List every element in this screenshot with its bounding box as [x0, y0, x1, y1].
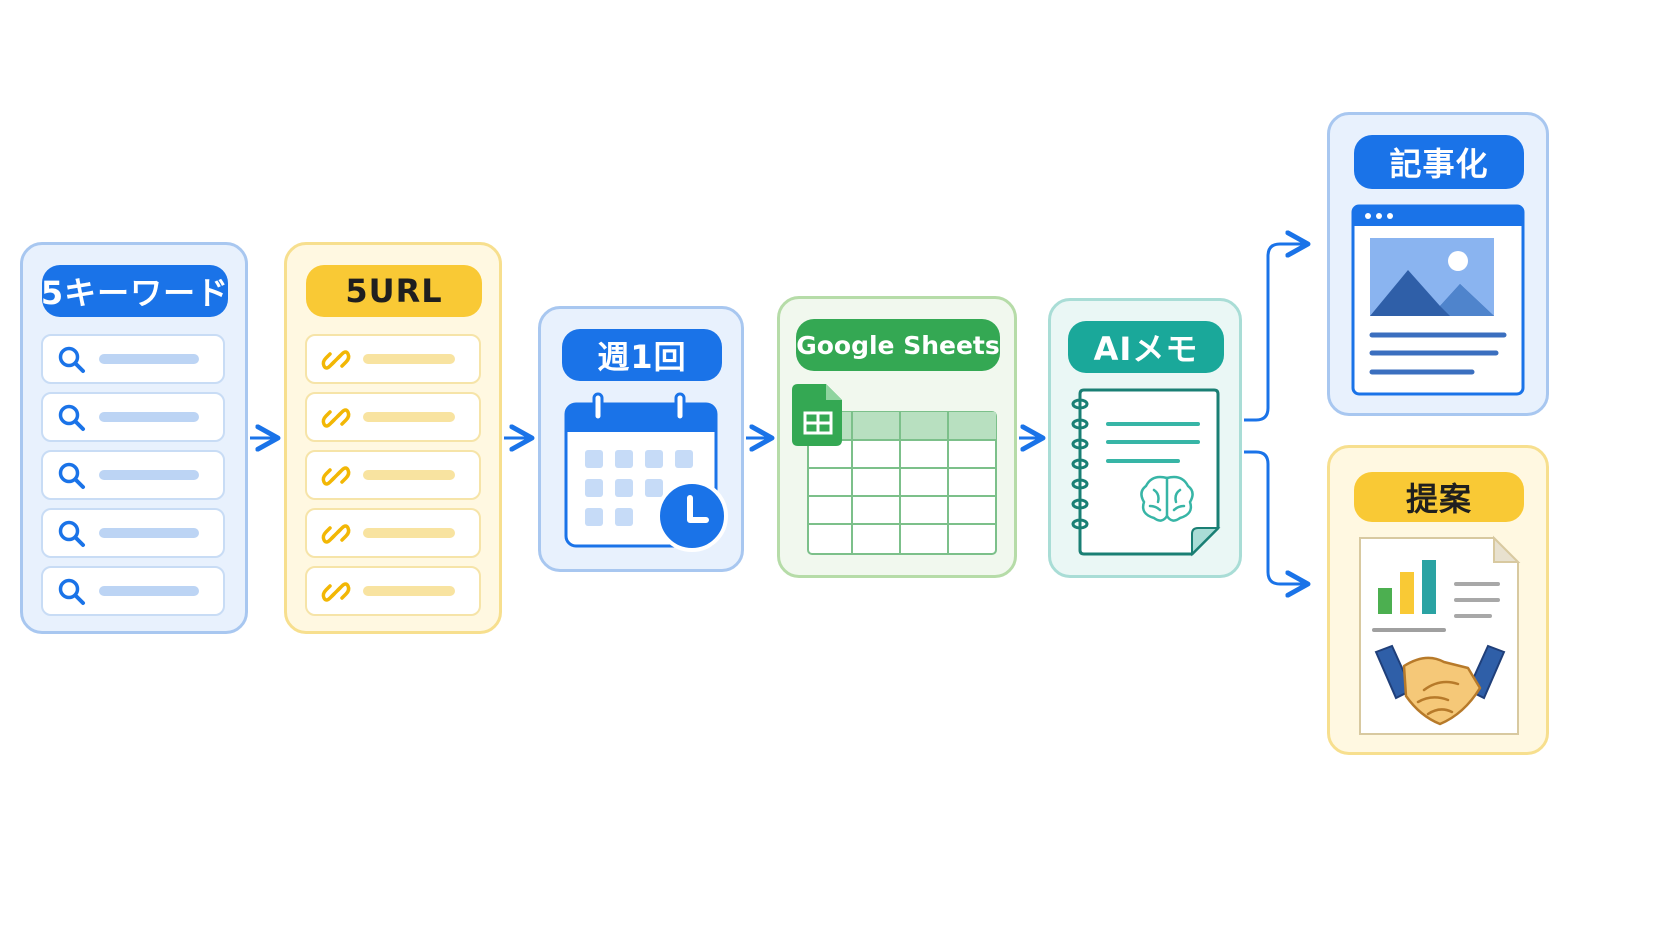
link-icon — [321, 466, 351, 486]
url-row — [305, 508, 481, 558]
search-icon — [58, 578, 85, 605]
link-icon — [321, 524, 351, 544]
keyword-row — [41, 334, 225, 384]
keyword-row-placeholder-bar — [99, 354, 199, 364]
link-icon — [321, 582, 351, 602]
search-icon — [58, 462, 85, 489]
keyword-row — [41, 392, 225, 442]
schedule-label: 週1回 — [562, 329, 722, 381]
keyword-row-placeholder-bar — [99, 586, 199, 596]
calendar-clock-icon — [564, 392, 728, 552]
spreadsheet-icon — [792, 384, 997, 555]
proposal-label: 提案 — [1354, 472, 1524, 522]
url-row-placeholder-bar — [363, 586, 455, 596]
memo-label: AIメモ — [1068, 321, 1224, 373]
url-row — [305, 334, 481, 384]
notebook-brain-icon — [1071, 388, 1221, 557]
search-icon — [58, 520, 85, 547]
article-label: 記事化 — [1354, 135, 1524, 189]
url-row-placeholder-bar — [363, 412, 455, 422]
keywords-label: 5キーワード — [41, 265, 228, 317]
url-row-placeholder-bar — [363, 528, 455, 538]
keyword-row-placeholder-bar — [99, 412, 199, 422]
keyword-row-placeholder-bar — [99, 528, 199, 538]
url-row — [305, 566, 481, 616]
arrow-memo-to-proposal — [1244, 450, 1308, 584]
url-row — [305, 450, 481, 500]
keyword-row — [41, 508, 225, 558]
sheets-label: Google Sheets — [796, 319, 1000, 371]
handshake-report-icon — [1359, 535, 1521, 735]
keyword-row — [41, 450, 225, 500]
webpage-image-icon — [1351, 204, 1525, 396]
search-icon — [58, 404, 85, 431]
arrow-memo-to-article — [1244, 244, 1308, 422]
urls-label: 5URL — [306, 265, 482, 317]
url-row — [305, 392, 481, 442]
keyword-row-placeholder-bar — [99, 470, 199, 480]
search-icon — [58, 346, 85, 373]
keyword-row — [41, 566, 225, 616]
link-icon — [321, 408, 351, 428]
link-icon — [321, 350, 351, 370]
url-row-placeholder-bar — [363, 470, 455, 480]
url-row-placeholder-bar — [363, 354, 455, 364]
